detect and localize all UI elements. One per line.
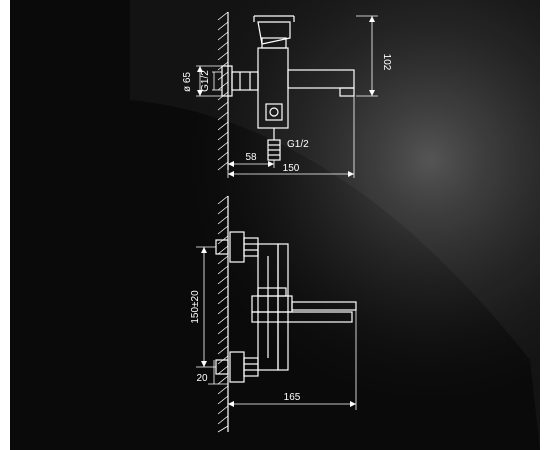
spout-front xyxy=(251,287,357,323)
handle-lever xyxy=(257,21,291,45)
mixer-body-front xyxy=(257,243,289,371)
connector-upper xyxy=(215,231,259,263)
diverter-knob xyxy=(265,103,283,121)
dims-bottom xyxy=(196,246,357,410)
label-102: 102 xyxy=(381,54,392,71)
wall-flange-top xyxy=(221,65,233,97)
spout-top xyxy=(287,69,355,89)
technical-drawing: 102 ø 65 G1/2 G1/2 58 150 150±20 20 165 xyxy=(182,11,392,433)
background-glow xyxy=(10,0,540,450)
label-20: 20 xyxy=(196,373,208,384)
dims-top xyxy=(196,15,378,178)
connector-lower xyxy=(215,351,259,383)
label-thread-left: G1/2 xyxy=(200,70,211,92)
connector-top xyxy=(231,71,259,91)
label-165: 165 xyxy=(284,392,301,403)
wall-bottom xyxy=(217,195,229,433)
label-150: 150 xyxy=(283,163,300,174)
label-diameter-65: ø 65 xyxy=(182,72,193,92)
label-thread-bottom: G1/2 xyxy=(287,139,309,150)
diagram-canvas: 102 ø 65 G1/2 G1/2 58 150 150±20 20 165 xyxy=(10,0,540,450)
label-58: 58 xyxy=(245,152,257,163)
wall-top xyxy=(217,11,229,171)
label-150-pm-20: 150±20 xyxy=(190,290,201,324)
